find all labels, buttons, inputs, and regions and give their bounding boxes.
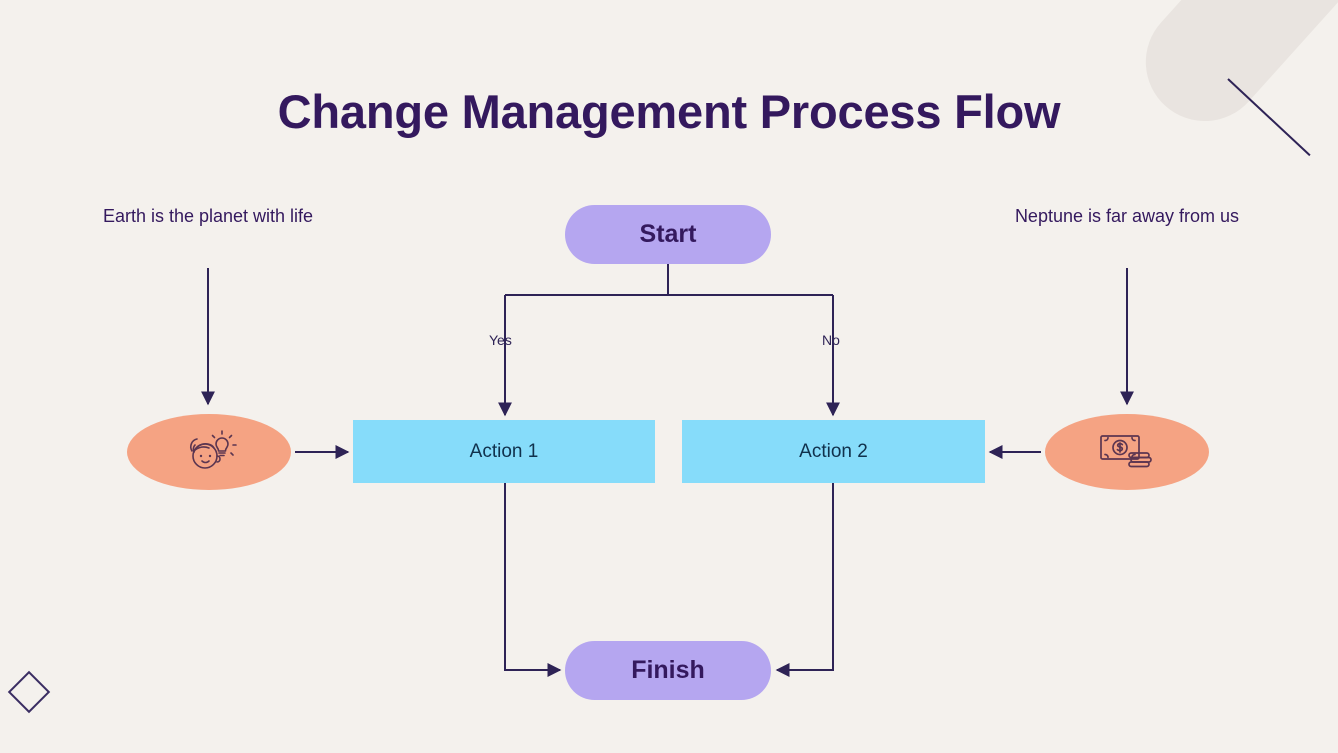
flow-node-start-label: Start xyxy=(639,220,697,248)
edge-action2-finish xyxy=(775,483,834,677)
edge-label-no: No xyxy=(822,332,840,348)
annotation-right: Neptune is far away from us xyxy=(1014,206,1240,226)
flow-node-finish-label: Finish xyxy=(631,656,705,684)
annotation-left: Earth is the planet with life xyxy=(102,206,314,226)
edge-label-yes: Yes xyxy=(489,332,512,348)
flow-node-start[interactable]: Start xyxy=(565,205,771,264)
flow-node-action-2[interactable]: Action 2 xyxy=(682,420,985,483)
flow-node-ellipse-right[interactable] xyxy=(1045,414,1209,490)
flow-node-finish[interactable]: Finish xyxy=(565,641,771,700)
page-title: Change Management Process Flow xyxy=(277,85,1061,138)
flow-node-ellipse-left[interactable] xyxy=(127,414,291,490)
flow-node-action-2-label: Action 2 xyxy=(799,440,868,462)
edge-action1-finish xyxy=(504,483,562,677)
flow-node-action-1[interactable]: Action 1 xyxy=(353,420,655,483)
idea-head-lightbulb-icon xyxy=(190,430,237,469)
money-cash-icon xyxy=(1100,435,1152,468)
flow-node-action-1-label: Action 1 xyxy=(469,440,539,462)
